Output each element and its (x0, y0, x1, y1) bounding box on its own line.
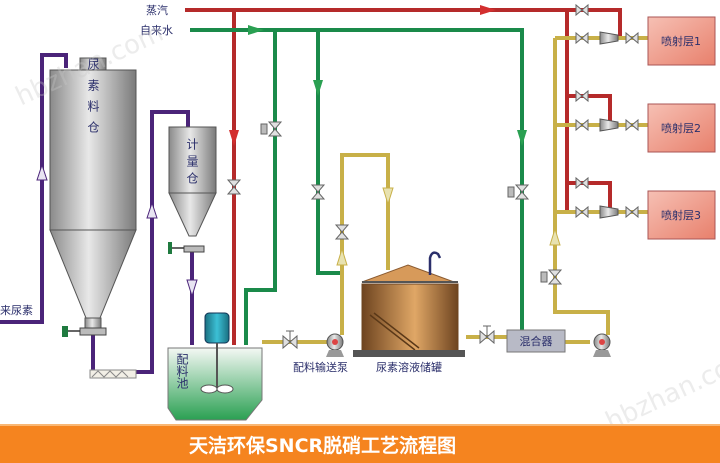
valve-riser[interactable] (540, 269, 563, 285)
pump-to-injection-riser (553, 38, 610, 335)
solution-up-arrow (336, 247, 348, 266)
urea-input-label: 来尿素 (0, 304, 33, 317)
mixer (506, 329, 566, 353)
transfer-pump[interactable] (326, 333, 344, 357)
water-flow-arrow (248, 25, 264, 35)
nozzle-3 (599, 205, 619, 219)
steam-flow-arrow (480, 5, 496, 15)
nozzle-2 (599, 118, 619, 132)
urea-up-arrow-2 (146, 201, 158, 219)
mixing-tank-label: 配料池 (175, 353, 189, 389)
valve-out-2[interactable] (625, 118, 639, 132)
urea-silo-label: 尿素料仓 (86, 58, 100, 142)
water-to-mixing-tank (244, 30, 277, 345)
title-banner: 天洁环保SNCR脱硝工艺流程图 (0, 424, 720, 463)
steam-label: 蒸汽 (146, 3, 168, 17)
injection-layer-2-box (647, 103, 716, 153)
water-to-pump (316, 30, 342, 275)
valve-tank-out[interactable] (282, 330, 298, 350)
valve-steam-3[interactable] (575, 176, 589, 190)
transfer-pump-label: 配料输送泵 (293, 360, 348, 374)
injection-layer-boxes (647, 16, 716, 240)
valve-feed-3[interactable] (575, 205, 589, 219)
metering-bin-label: 计量仓 (185, 138, 199, 189)
water-label: 自来水 (140, 24, 173, 37)
water-main-line (190, 28, 524, 335)
valve-solution-up[interactable] (334, 224, 350, 240)
valve-storage-out[interactable] (479, 325, 495, 345)
injection-layer-3-box (647, 190, 716, 240)
valve-steam-2[interactable] (575, 89, 589, 103)
valve-out-1[interactable] (625, 31, 639, 45)
storage-tank (353, 251, 465, 357)
solution-riser-arrow (549, 227, 561, 246)
steam-down-arrow (229, 130, 239, 146)
valve-water-3[interactable] (507, 184, 530, 200)
nozzles (599, 31, 619, 219)
injection-layer-2-label: 喷射层2 (661, 121, 701, 135)
urea-feed-line (0, 53, 68, 324)
valves (226, 3, 639, 350)
mixing-tank (167, 312, 263, 421)
pump-to-storage-line (340, 153, 390, 335)
valve-feed-1[interactable] (575, 31, 589, 45)
valve-steam-down[interactable] (226, 179, 242, 195)
steam-main-line (185, 8, 622, 38)
water-down-arrow-1 (313, 80, 323, 96)
valve-water-2[interactable] (310, 184, 326, 200)
injection-layer-1-label: 喷射层1 (661, 34, 701, 48)
urea-up-arrow-1 (36, 163, 48, 181)
valve-out-3[interactable] (625, 205, 639, 219)
storage-tank-label: 尿素溶液储罐 (376, 360, 442, 374)
screw-conveyor (89, 369, 137, 379)
diagram-title: 天洁环保SNCR脱硝工艺流程图 (189, 435, 457, 457)
solution-down-arrow (382, 187, 394, 206)
injection-layer-1-box (647, 16, 716, 66)
mixer-label: 混合器 (520, 334, 553, 348)
metering-valve-handle (168, 242, 172, 254)
urea-down-arrow (186, 279, 198, 298)
valve-steam-1[interactable] (575, 3, 589, 17)
urea-solid-pipes (0, 53, 194, 374)
valve-water-1[interactable] (260, 121, 283, 137)
water-down-arrow-2 (517, 130, 527, 146)
valve-feed-2[interactable] (575, 118, 589, 132)
metering-bin (168, 126, 217, 254)
silo-valve-handle (62, 326, 68, 337)
nozzle-1 (599, 31, 619, 45)
urea-transfer-line (91, 110, 190, 374)
water-pipes (190, 28, 524, 345)
urea-silo (49, 57, 137, 337)
injection-pump[interactable] (593, 333, 611, 357)
injection-layer-3-label: 喷射层3 (661, 208, 701, 222)
